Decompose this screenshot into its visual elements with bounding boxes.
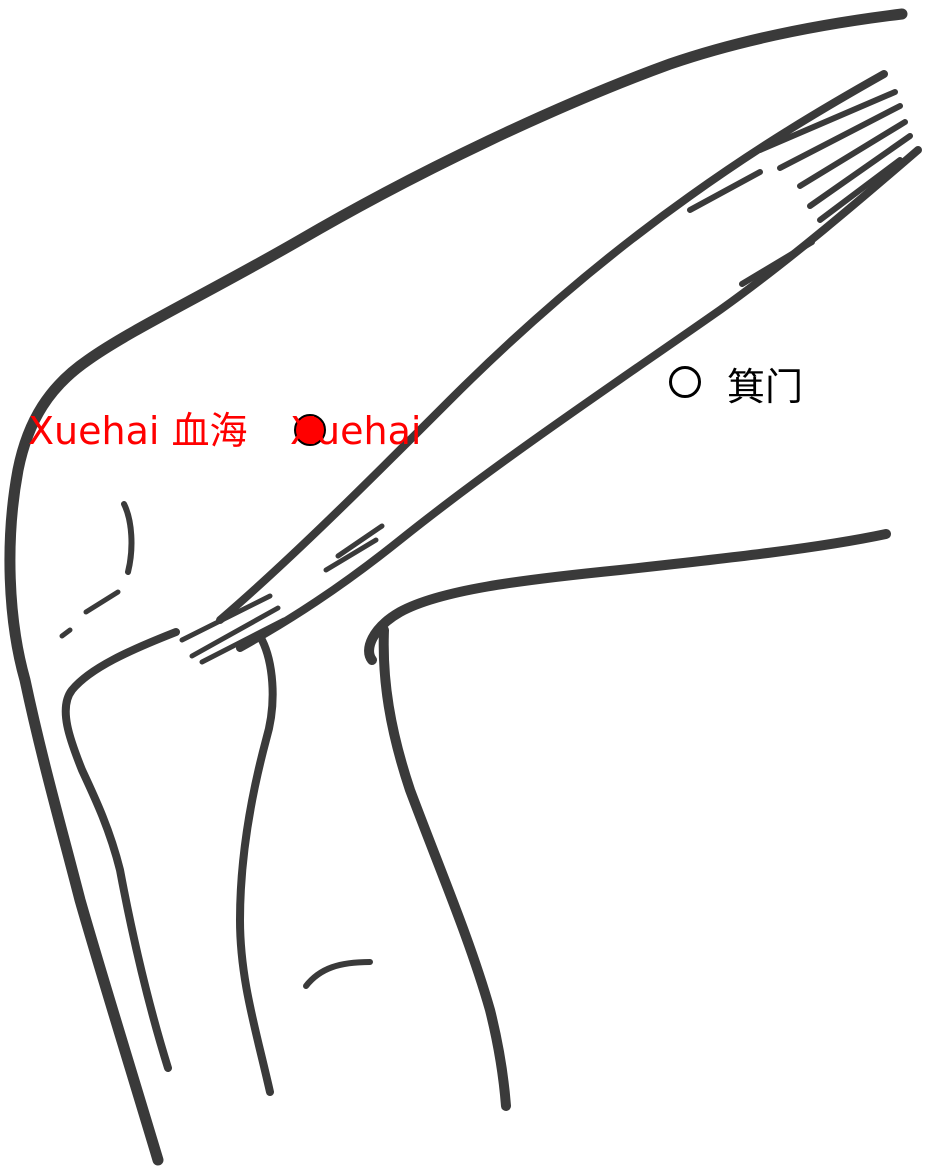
muscle-lower-edge (236, 146, 922, 652)
jimen-label: 箕门 (727, 365, 804, 409)
jimen-point-marker (669, 366, 701, 398)
tendon-hatching-top (687, 89, 913, 287)
tendon-hatching-knee (179, 523, 385, 665)
shin-mark (303, 959, 373, 989)
xuehai-point-marker (294, 414, 326, 446)
thigh-top-outline (4, 8, 908, 1166)
muscle-upper-edge (216, 70, 888, 624)
tibia-line (236, 636, 277, 1096)
inner-knee-dash (59, 589, 121, 639)
xuehai-label-left: Xuehai 血海 (28, 409, 248, 453)
xuehai-label-right: Xuehai (290, 409, 422, 453)
inner-knee-mark (121, 501, 135, 575)
calf-outline (364, 529, 891, 1111)
drawing-strokes (4, 8, 922, 1166)
patella-curve (61, 628, 180, 1072)
